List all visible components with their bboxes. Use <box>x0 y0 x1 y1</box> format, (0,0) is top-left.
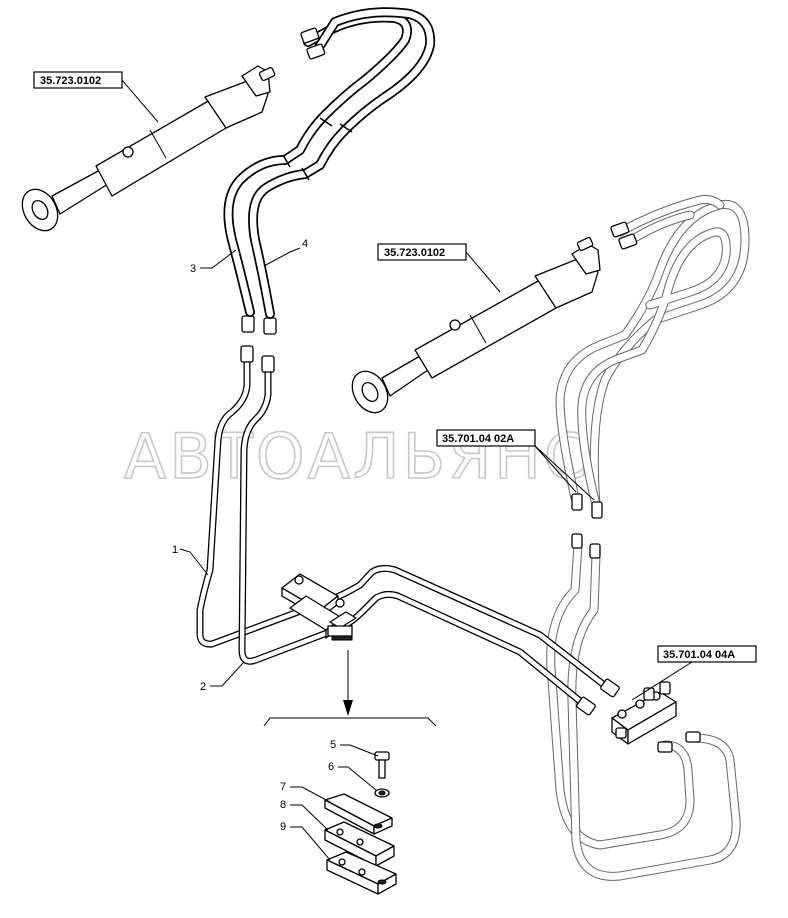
ref-valve-block-label: 35.701.04 04A <box>663 649 735 661</box>
detail-bracket <box>263 650 437 727</box>
callout-3: 3 <box>190 249 237 275</box>
callout-1-label: 1 <box>172 544 178 556</box>
ref-hose-group-label: 35.701.04 02A <box>442 433 514 445</box>
ref-valve-block: 35.701.04 04A <box>631 645 757 701</box>
callout-2: 2 <box>200 661 245 693</box>
hose-3 <box>223 12 412 317</box>
callout-6: 6 <box>328 761 377 791</box>
callout-9: 9 <box>280 821 331 861</box>
callout-4: 4 <box>263 238 308 267</box>
pipe-1 <box>196 358 612 692</box>
phantom-pipes-right <box>546 195 750 881</box>
callout-6-label: 6 <box>328 761 334 773</box>
ref-cylinder-upper-label: 35.723.0102 <box>40 75 101 87</box>
valve-block <box>611 681 677 745</box>
callout-7: 7 <box>280 781 331 803</box>
callout-2-label: 2 <box>200 681 206 693</box>
callout-1: 1 <box>172 544 209 576</box>
pipe-2 <box>238 366 590 710</box>
ref-cylinder-lower-label: 35.723.0102 <box>384 247 445 259</box>
pipe-clamp <box>281 573 357 641</box>
callout-7-label: 7 <box>280 781 286 793</box>
callout-4-label: 4 <box>302 238 308 250</box>
callout-3-label: 3 <box>190 263 196 275</box>
ghost-fittings <box>571 493 701 753</box>
callout-8-label: 8 <box>280 799 286 811</box>
hydraulic-cylinder-upper <box>21 65 276 232</box>
callout-9-label: 9 <box>280 821 286 833</box>
callout-8: 8 <box>280 799 329 831</box>
hydraulic-cylinder-lower <box>351 221 638 414</box>
callout-5-label: 5 <box>330 739 336 751</box>
exploded-clamp <box>324 751 397 895</box>
ref-cylinder-upper: 35.723.0102 <box>33 71 159 123</box>
hose-4 <box>248 7 436 319</box>
pipe-fittings-top <box>240 315 277 373</box>
hose-collars <box>282 27 353 181</box>
ref-hose-group: 35.701.04 02A <box>436 429 595 501</box>
callout-5: 5 <box>330 739 379 757</box>
pipe-fittings-right <box>576 678 620 716</box>
ref-cylinder-lower: 35.723.0102 <box>377 243 501 293</box>
